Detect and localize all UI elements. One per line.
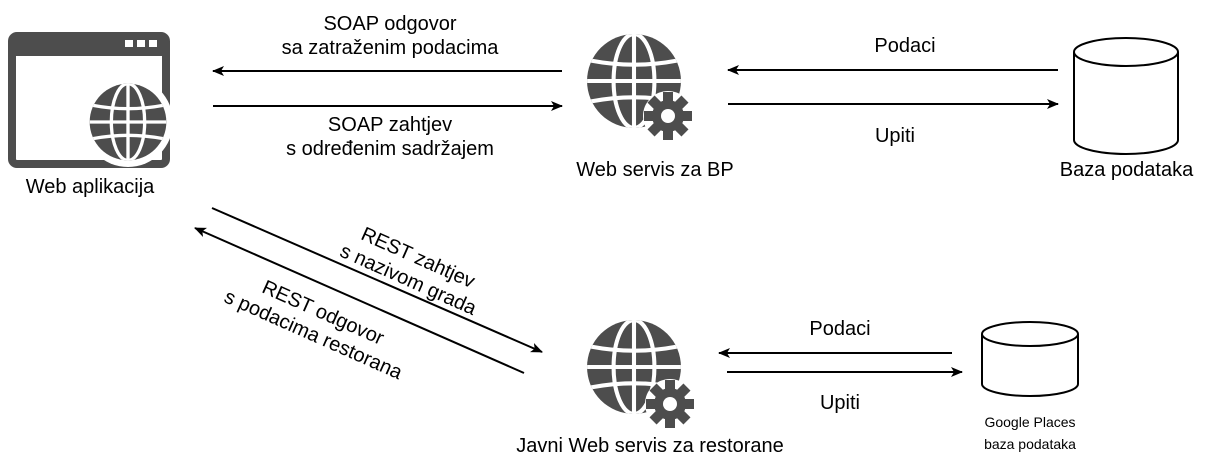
web-app-label: Web aplikacija [25, 176, 155, 198]
soap-request-line2: s određenim sadržajem [286, 138, 494, 160]
database-cylinder-icon [1073, 37, 1179, 155]
rest-request-arrow [211, 207, 543, 353]
browser-window-with-globe-icon [8, 32, 173, 168]
public-web-service-label: Javni Web servis za restorane [516, 435, 784, 457]
db-queries-label: Upiti [874, 125, 915, 147]
google-places-database-icon [981, 321, 1079, 397]
public-web-service-icon [587, 320, 695, 429]
google-queries-label: Upiti [819, 392, 860, 414]
database-label: Baza podataka [1059, 159, 1194, 181]
google-places-db-label: Google Places baza podataka [950, 411, 1110, 455]
web-service-db-label: Web servis za BP [576, 159, 734, 181]
soap-request-label: SOAP zahtjev s određenim sadržajem [250, 113, 530, 161]
soap-request-line1: SOAP zahtjev [327, 114, 453, 136]
soap-response-label: SOAP odgovor sa zatraženim podacima [250, 12, 530, 60]
google-data-label: Podaci [809, 318, 871, 340]
soap-response-line1: SOAP odgovor [323, 13, 457, 35]
db-data-label: Podaci [874, 35, 936, 57]
google-places-label-line1: Google Places [984, 414, 1076, 430]
google-places-label-line2: baza podataka [984, 436, 1076, 452]
soap-response-line2: sa zatraženim podacima [281, 37, 499, 59]
rest-response-arrow [194, 227, 525, 374]
web-service-db-icon [587, 34, 693, 141]
